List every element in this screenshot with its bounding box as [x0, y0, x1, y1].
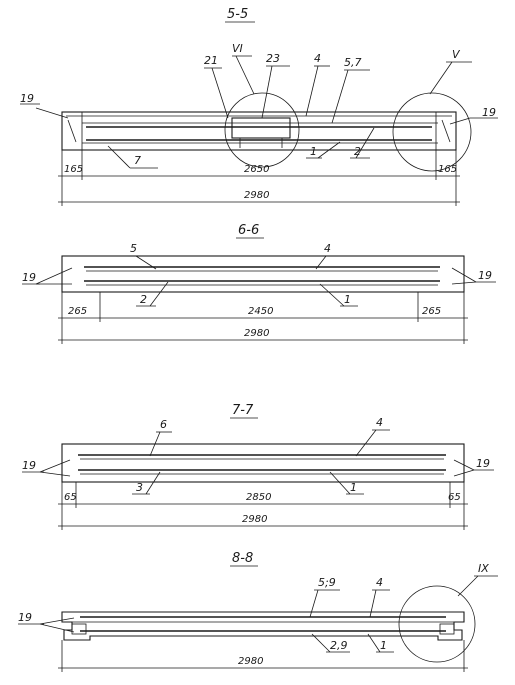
section-7-7: 7-7 6 4 19 19 3 1 65 2850 65 — [22, 403, 494, 530]
dimension: 65 — [64, 492, 77, 503]
callout: 19 — [478, 269, 492, 282]
callout: 4 — [376, 576, 383, 589]
callout: 1 — [380, 639, 387, 652]
callout: 19 — [482, 106, 496, 119]
callout: 1 — [310, 145, 317, 158]
callout: 2,9 — [330, 639, 348, 652]
dimension: 165 — [438, 164, 457, 175]
callout: V — [452, 48, 461, 61]
dimension: 2980 — [244, 190, 269, 201]
dimension: 2980 — [244, 328, 269, 339]
callout: 1 — [344, 293, 351, 306]
dimension: 2450 — [248, 306, 273, 317]
dimension: 265 — [422, 306, 441, 317]
beam-outline — [61, 255, 465, 293]
callout: 5;9 — [318, 576, 336, 589]
dimension: 165 — [64, 164, 83, 175]
callout: IX — [478, 562, 489, 575]
section-title: 8-8 — [232, 551, 253, 566]
dimension: 2980 — [238, 656, 263, 667]
callout: 6 — [160, 418, 167, 431]
detail-circle-ix — [398, 585, 476, 663]
callout: 2 — [140, 293, 147, 306]
dimension: 65 — [448, 492, 461, 503]
callout: 4 — [314, 52, 321, 65]
callout: VI — [232, 42, 243, 55]
callout: 19 — [18, 611, 32, 624]
callout: 19 — [20, 92, 34, 105]
callout: 23 — [266, 52, 280, 65]
callout: 4 — [376, 416, 383, 429]
beam-outline — [61, 443, 465, 483]
section-title: 6-6 — [238, 223, 259, 238]
callout: 19 — [476, 457, 490, 470]
dimension: 265 — [68, 306, 87, 317]
callout: 1 — [350, 481, 357, 494]
dimension: 2650 — [244, 164, 269, 175]
dimension: 2980 — [242, 514, 267, 525]
callout: 21 — [204, 54, 218, 67]
callout: 5,7 — [344, 56, 362, 69]
section-5-5: 5-5 19 21 VI 23 4 — [20, 7, 498, 206]
callout: 19 — [22, 271, 36, 284]
section-title: 5-5 — [227, 7, 248, 22]
section-8-8: 8-8 5;9 4 IX 19 2,9 1 2980 — [18, 551, 498, 672]
callout: 2 — [354, 145, 361, 158]
callout: 5 — [130, 242, 137, 255]
embedded-part — [231, 117, 291, 139]
detail-circle-v — [392, 92, 472, 172]
callout: 7 — [134, 154, 141, 167]
detail-circle-vi — [224, 92, 300, 168]
section-title: 7-7 — [232, 403, 254, 418]
callout: 3 — [136, 481, 143, 494]
dimension: 2850 — [246, 492, 271, 503]
callout: 4 — [324, 242, 331, 255]
callout: 19 — [22, 459, 36, 472]
section-6-6: 6-6 5 4 19 19 2 1 265 2450 265 — [22, 223, 496, 344]
